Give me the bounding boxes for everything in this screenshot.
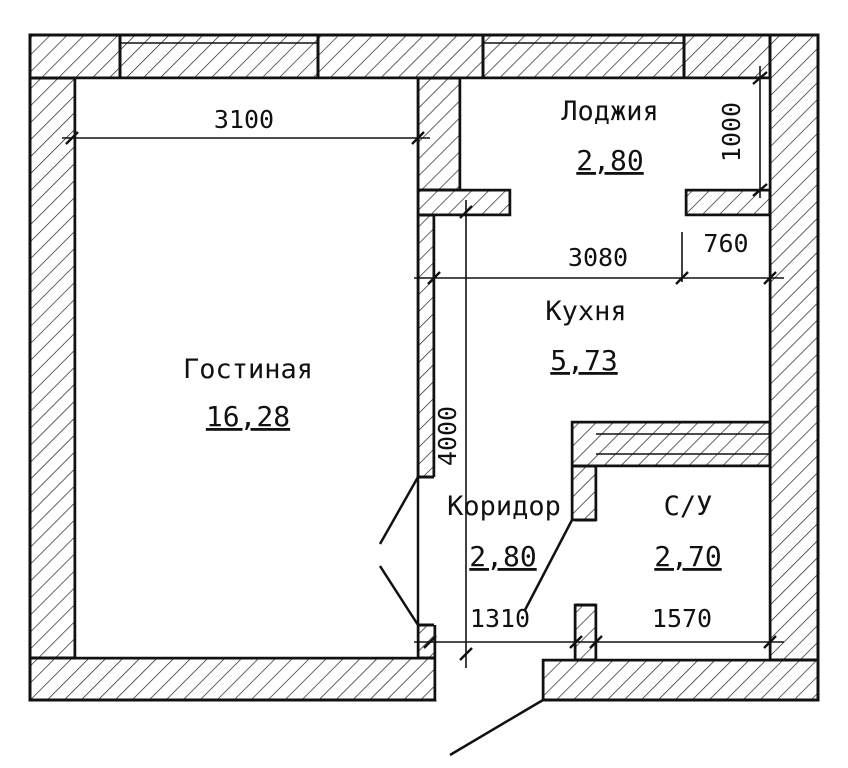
partition-bathroom-bottom <box>573 603 598 662</box>
door-living-upper <box>378 476 420 545</box>
loggia-name: Лоджия <box>561 96 659 127</box>
partition-bathroom-top <box>570 420 772 468</box>
dim-kitchen-offset: 760 <box>703 229 748 258</box>
wall-bottom-right <box>541 658 820 702</box>
dim-kitchen-width: 3080 <box>568 243 628 272</box>
living-room-area: 16,28 <box>206 400 290 433</box>
dimension-lines <box>62 66 784 668</box>
door-entrance <box>449 698 544 757</box>
kitchen-name: Кухня <box>545 296 626 327</box>
wall-living-loggia <box>416 76 462 192</box>
loggia-area: 2,80 <box>576 144 643 177</box>
bathroom-area: 2,70 <box>654 540 721 573</box>
partition-living <box>416 213 436 479</box>
wall-bottom-left <box>28 656 437 702</box>
living-room-name: Гостиная <box>183 354 313 385</box>
wall-loggia-stub-left <box>416 188 512 217</box>
bathroom-name: С/У <box>664 491 713 522</box>
dim-loggia-depth: 1000 <box>717 102 746 162</box>
dim-living-width: 3100 <box>214 105 274 134</box>
walls <box>28 33 820 702</box>
kitchen-area: 5,73 <box>550 344 617 377</box>
wall-top-left <box>28 33 122 80</box>
dim-corridor-length: 4000 <box>433 406 462 466</box>
wall-left <box>28 33 77 702</box>
corridor-name: Коридор <box>447 491 561 522</box>
wall-right <box>768 33 820 702</box>
room-interiors <box>73 34 772 700</box>
room-labels: Гостиная 16,28 Лоджия 2,80 Кухня 5,73 Ко… <box>183 96 722 573</box>
dimension-labels: 3100 1000 3080 760 4000 1310 1570 <box>214 102 749 633</box>
wall-top-mid <box>316 33 485 80</box>
dim-corridor-width: 1310 <box>470 604 530 633</box>
doors <box>378 476 574 757</box>
door-living-lower <box>378 565 420 626</box>
door-bathroom <box>523 519 574 611</box>
corridor-area: 2,80 <box>469 540 536 573</box>
dim-bathroom-width: 1570 <box>652 604 712 633</box>
